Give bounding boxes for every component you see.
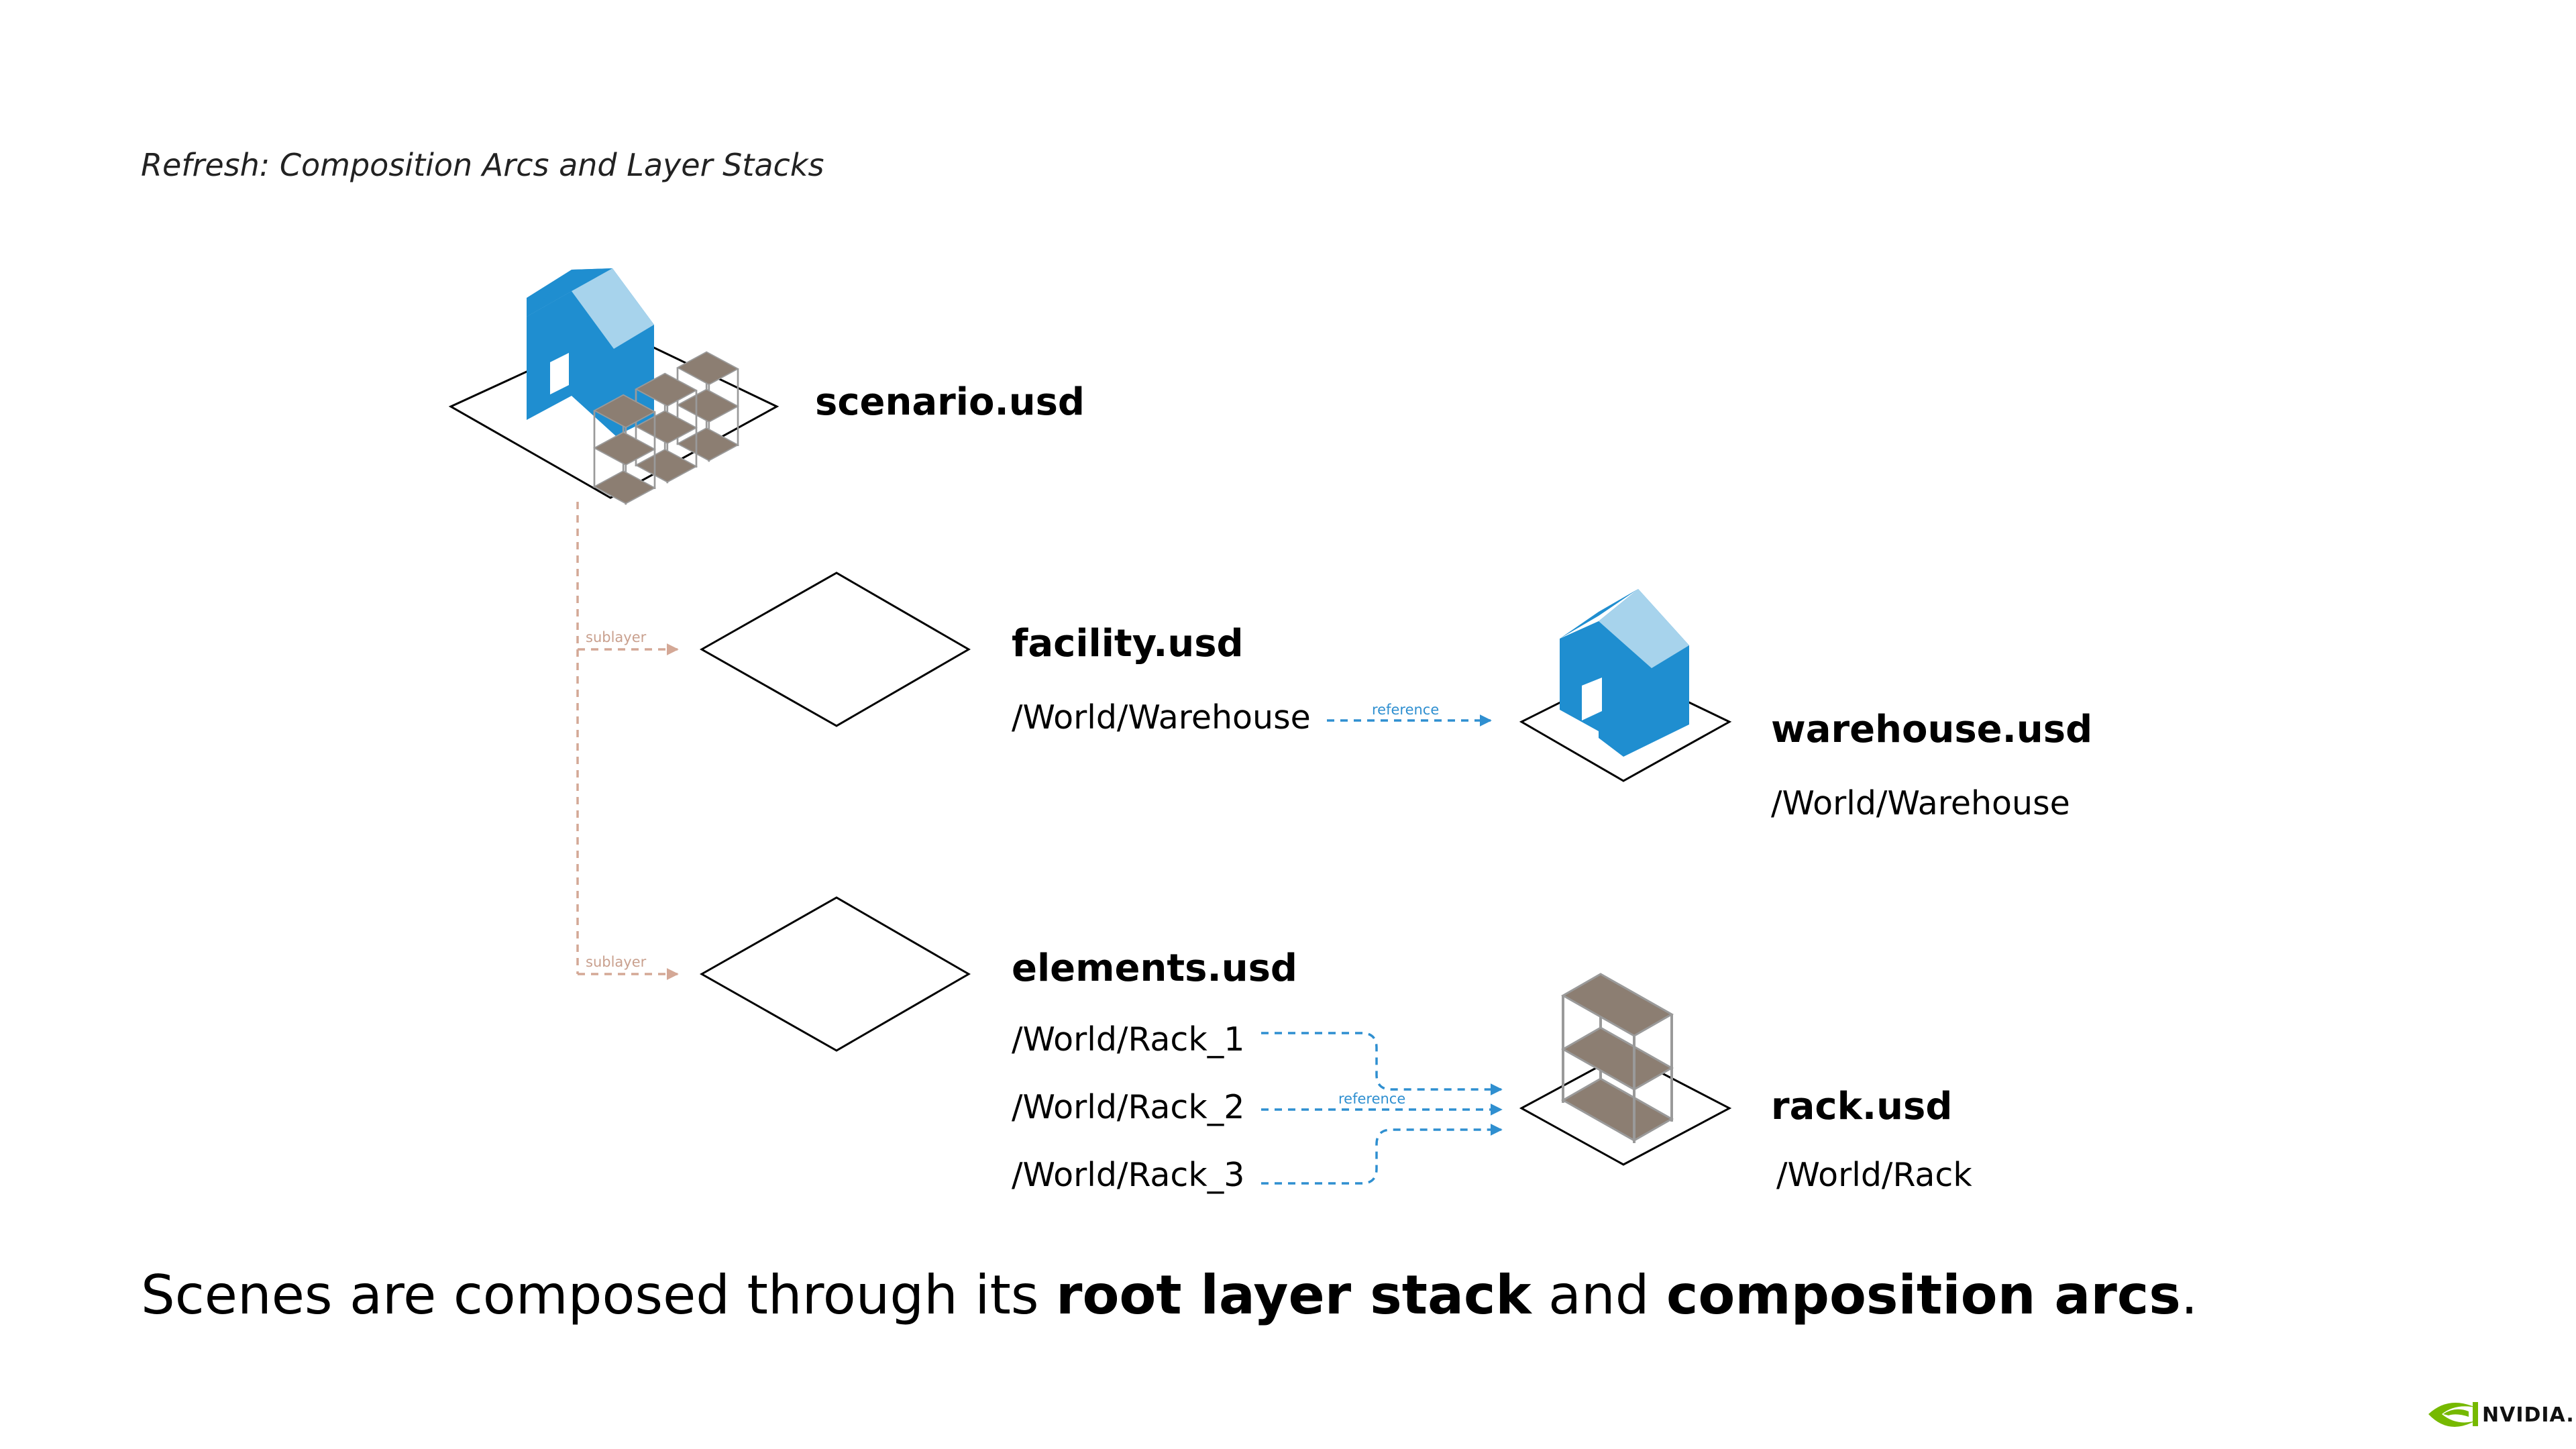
facility-layer-plane [699,572,971,727]
reference-label-warehouse: reference [1372,702,1439,718]
caption-bold-composition-arcs: composition arcs [1666,1264,2181,1326]
elements-prim-rack-2: /World/Rack_2 [1012,1088,1244,1126]
rack-icon [1519,973,1732,1166]
facility-prim-path: /World/Warehouse [1012,698,1311,737]
sublayer-label-elements: sublayer [586,954,647,970]
caption-part-2: and [1532,1264,1666,1326]
caption-part-3: . [2181,1264,2198,1326]
reference-arrows-rack [1261,1032,1503,1185]
elements-prim-rack-1: /World/Rack_1 [1012,1020,1244,1059]
elements-prim-rack-3: /World/Rack_3 [1012,1156,1244,1194]
caption-part-1: Scenes are composed through its [141,1264,1056,1326]
scenario-file-label: scenario.usd [815,380,1085,424]
rack-shelf-icon [1560,973,1674,1143]
nvidia-eye-icon [2428,1402,2478,1427]
rack-file-label: rack.usd [1771,1085,1952,1128]
warehouse-icon [1519,589,1732,782]
scenario-icon [448,268,780,506]
nvidia-logo: NVIDIA. [2428,1402,2575,1427]
slide-title: Refresh: Composition Arcs and Layer Stac… [141,147,824,183]
facility-file-label: facility.usd [1012,622,1244,665]
caption-bold-root-layer-stack: root layer stack [1056,1264,1532,1326]
elements-file-label: elements.usd [1012,947,1297,990]
scenario-house-icon [527,268,654,436]
sublayer-label-facility: sublayer [586,629,647,645]
reference-label-rack: reference [1338,1091,1405,1107]
nvidia-wordmark: NVIDIA. [2482,1403,2575,1427]
elements-layer-plane [699,896,971,1052]
warehouse-file-label: warehouse.usd [1771,708,2092,751]
rack-prim-path: /World/Rack [1776,1156,1972,1194]
sublayer-arcs [576,502,679,980]
caption: Scenes are composed through its root lay… [141,1264,2198,1326]
warehouse-prim-path: /World/Warehouse [1771,784,2070,822]
